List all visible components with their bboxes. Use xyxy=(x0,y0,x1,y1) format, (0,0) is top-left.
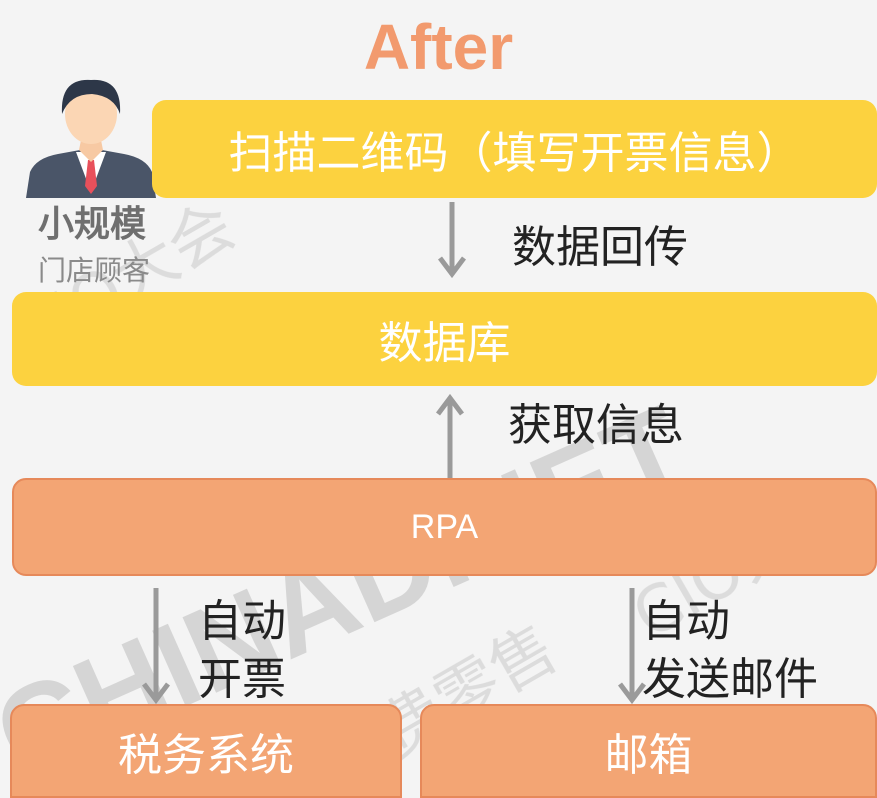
data-return-label: 数据回传 xyxy=(512,222,688,273)
avatar xyxy=(26,68,156,198)
person-subtitle: 门店顾客 xyxy=(38,254,151,287)
auto-mail-label-line2: 发送邮件 xyxy=(642,654,818,705)
get-info-label: 获取信息 xyxy=(508,400,684,451)
person-name: 小规模 xyxy=(38,204,147,245)
page-title: After xyxy=(363,11,514,83)
mailbox-label: 邮箱 xyxy=(604,730,693,781)
auto-mail-label-line1: 自动 xyxy=(642,596,730,647)
rpa-label: RPA xyxy=(410,507,479,546)
businessman-icon xyxy=(26,79,156,198)
scan-qr-label: 扫描二维码（填写开票信息） xyxy=(228,128,801,179)
rpa-box: RPA xyxy=(12,478,877,576)
auto-invoice-label-line2: 开票 xyxy=(198,654,286,705)
get-info-arrow xyxy=(436,393,464,478)
scan-qr-box: 扫描二维码（填写开票信息） xyxy=(152,100,877,198)
database-label: 数据库 xyxy=(378,318,511,369)
tax-system-box: 税务系统 xyxy=(10,704,402,798)
auto-mail-arrow xyxy=(618,588,646,705)
tax-system-label: 税务系统 xyxy=(118,730,294,781)
database-box: 数据库 xyxy=(12,292,877,386)
mailbox-box: 邮箱 xyxy=(420,704,877,798)
data-return-arrow xyxy=(438,202,466,279)
auto-invoice-arrow xyxy=(142,588,170,705)
auto-invoice-label-line1: 自动 xyxy=(198,596,286,647)
